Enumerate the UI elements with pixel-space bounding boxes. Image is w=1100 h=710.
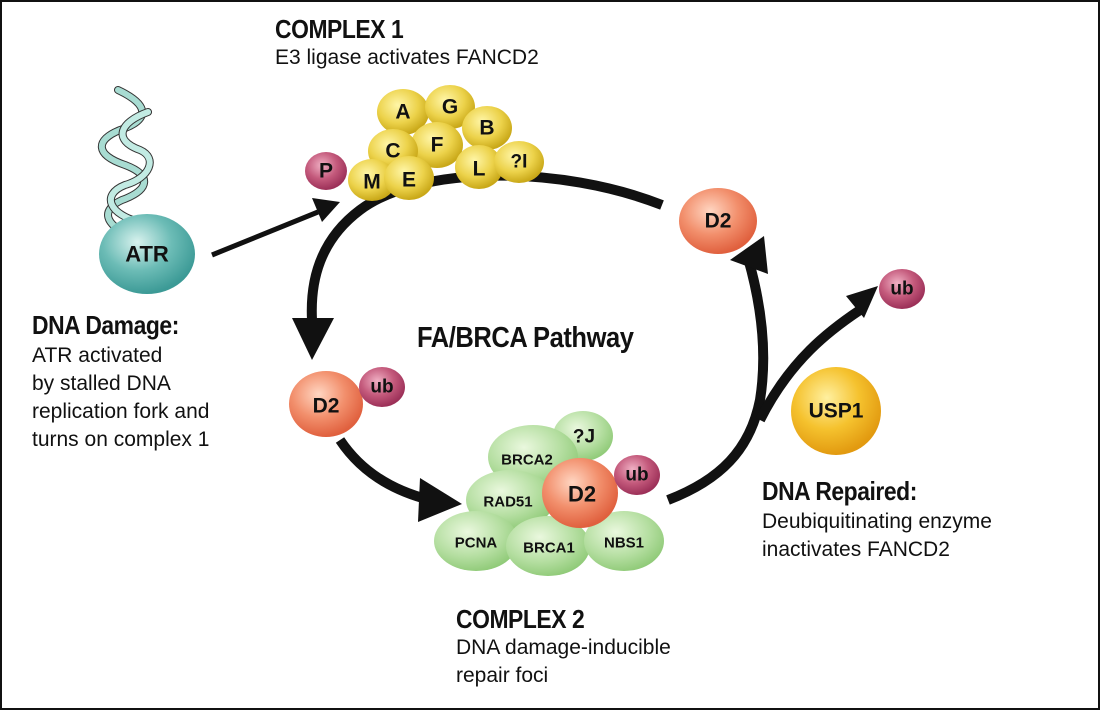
complex2-description-line: DNA damage-inducible (456, 636, 671, 659)
protein-F-label: F (431, 134, 444, 157)
d2-left-label: D2 (313, 395, 340, 418)
dna-repaired-description: Deubiquitinating enzyme inactivates FANC… (762, 508, 992, 564)
d2-top-molecule: D2 (679, 188, 757, 254)
protein-G (425, 85, 475, 129)
complex1-heading: COMPLEX 1 (275, 14, 404, 44)
protein-ub (614, 455, 660, 495)
protein-B-label: B (479, 117, 494, 140)
dna-repaired-heading: DNA Repaired: (762, 476, 917, 506)
dna-repaired-line: Deubiquitinating enzyme (762, 510, 992, 533)
protein-J-label: ?J (573, 427, 595, 448)
complex2-description: DNA damage-inducible repair foci (456, 634, 671, 690)
arrowhead-to-d2-top (730, 236, 768, 274)
atr-to-complex1-arrow (211, 198, 340, 258)
d2-ub-left-molecule: D2 ub (289, 367, 405, 437)
protein-L-label: L (473, 158, 486, 181)
usp1-label: USP1 (809, 400, 864, 423)
ub-left-label: ub (370, 377, 393, 398)
atr-molecule: ATR (99, 214, 195, 294)
complex2-heading: COMPLEX 2 (456, 604, 585, 634)
complex1-description: E3 ligase activates FANCD2 (275, 46, 539, 69)
d2-top-label: D2 (705, 210, 732, 233)
protein-M-label: M (363, 171, 381, 194)
dna-damage-description: ATR activated by stalled DNA replication… (32, 342, 209, 454)
dna-damage-line: ATR activated (32, 344, 163, 367)
protein-A (377, 89, 429, 135)
protein-PCNA (434, 511, 518, 571)
protein-D2-label: D2 (568, 482, 596, 507)
protein-P (305, 152, 347, 190)
protein-A-label: A (395, 101, 410, 124)
arrowhead-to-complex2 (418, 478, 462, 522)
protein-ub-label: ub (625, 465, 648, 486)
arrowhead-to-ub-release (846, 286, 878, 318)
arrowhead-to-d2-left (292, 318, 334, 360)
ub-released-molecule: ub (879, 269, 925, 309)
dna-repaired-line: inactivates FANCD2 (762, 538, 950, 561)
protein-G-label: G (442, 96, 458, 119)
pathway-title: FA/BRCA Pathway (417, 322, 634, 354)
protein-I-label: ?I (511, 152, 528, 173)
dna-damage-heading: DNA Damage: (32, 310, 179, 340)
dna-damage-line: replication fork and (32, 400, 210, 423)
complex1-cluster: A G B C F P M E L ?I (305, 85, 544, 201)
protein-BRCA1-label: BRCA1 (523, 540, 575, 557)
protein-BRCA1 (506, 516, 590, 576)
protein-M (348, 159, 396, 201)
protein-L (455, 145, 503, 189)
protein-E-label: E (402, 169, 416, 192)
protein-NBS1-label: NBS1 (604, 535, 644, 552)
usp1-molecule: USP1 (791, 367, 881, 455)
atr-label: ATR (125, 242, 169, 267)
complex2-description-line: repair foci (456, 664, 549, 687)
protein-D2 (542, 458, 618, 528)
protein-RAD51-label: RAD51 (483, 494, 532, 511)
protein-P-label: P (319, 160, 333, 183)
protein-F (411, 122, 463, 168)
protein-B (462, 106, 512, 150)
arrowheads (292, 236, 878, 522)
protein-NBS1 (584, 511, 664, 571)
dna-damage-line: by stalled DNA (32, 372, 171, 395)
complex2-cluster: BRCA2 ?J RAD51 D2 ub PCNA BRCA1 NBS1 (434, 411, 664, 576)
ub-released-label: ub (890, 279, 913, 300)
protein-C-label: C (385, 140, 400, 163)
protein-PCNA-label: PCNA (455, 535, 498, 552)
protein-E (384, 156, 434, 200)
dna-damage-line: turns on complex 1 (32, 428, 210, 451)
protein-I (494, 141, 544, 183)
protein-BRCA2-label: BRCA2 (501, 452, 553, 469)
